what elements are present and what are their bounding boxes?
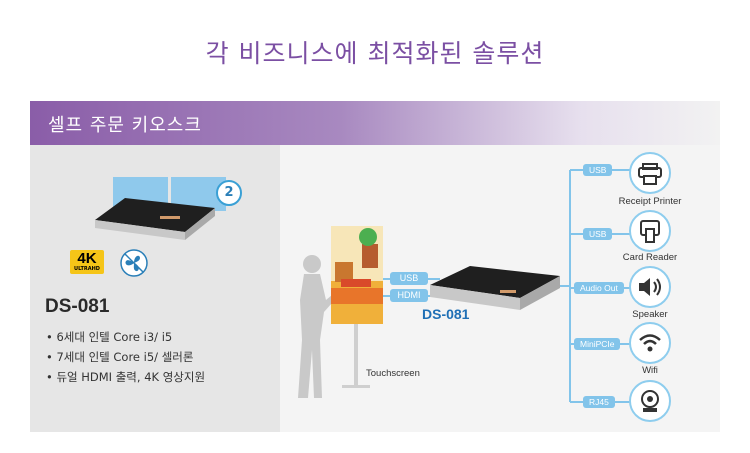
- banner-label: 셀프 주문 키오스크: [48, 115, 202, 136]
- camera-icon: [629, 380, 671, 422]
- port-label-audio: Audio Out: [574, 282, 624, 294]
- ultrahd-label: ULTRAHD: [74, 266, 100, 272]
- kiosk-base: [342, 385, 370, 388]
- port-label-usb: USB: [583, 164, 613, 176]
- page-title: 각 비즈니스에 최적화된 솔루션: [205, 39, 545, 68]
- mini-pc-front: [95, 220, 185, 240]
- mini-pc-top: [95, 198, 215, 232]
- kiosk-pole: [354, 324, 358, 386]
- spec-item: • 듀얼 HDMI 출력, 4K 영상지원: [46, 370, 206, 384]
- center-pc-front: [430, 285, 520, 310]
- port-label-rj45: RJ45: [583, 396, 615, 408]
- kiosk-drink-image: [362, 244, 378, 268]
- kiosk-price-badge: [359, 228, 377, 246]
- spec-list: • 6세대 인텔 Core i3/ i5 • 7세대 인텔 Core i5/ 셀…: [46, 327, 205, 387]
- port-usb-left: USB: [390, 272, 428, 285]
- product-name: DS-081: [45, 296, 110, 317]
- printer-icon: [629, 152, 671, 194]
- fanless-icon: [120, 249, 148, 277]
- kiosk-food-image: [335, 262, 353, 282]
- person-silhouette: [298, 255, 340, 398]
- device-label: Speaker: [632, 309, 668, 320]
- mini-pc-accent: [160, 216, 180, 219]
- port-hdmi-left: HDMI: [390, 289, 428, 302]
- 4k-label: 4K: [77, 250, 97, 267]
- center-pc-top: [430, 266, 560, 298]
- device-label: Wifi: [642, 365, 658, 376]
- port-label-minipcie: MiniPCIe: [574, 338, 621, 350]
- mini-pc-side: [185, 208, 215, 240]
- device-label: Receipt Printer: [618, 196, 682, 207]
- card-reader-icon: [629, 210, 671, 252]
- speaker-icon: [629, 266, 671, 308]
- section-banner: 셀프 주문 키오스크: [30, 101, 720, 145]
- wifi-icon: [629, 322, 671, 364]
- kiosk-recommend-area: [331, 288, 383, 304]
- port-label-usb: USB: [583, 228, 613, 240]
- kiosk-order-button: [341, 279, 371, 287]
- center-device-name: DS-081: [422, 306, 470, 322]
- device-label: Card Reader: [622, 252, 678, 263]
- touchscreen-label: Touchscreen: [366, 368, 420, 379]
- 4k-ultrahd-badge: 4K ULTRAHD: [70, 250, 104, 274]
- spec-item: • 7세대 인텔 Core i5/ 셀러론: [46, 350, 194, 364]
- model-number-badge: 2: [216, 180, 242, 206]
- spec-item: • 6세대 인텔 Core i3/ i5: [46, 330, 173, 344]
- center-pc-side: [520, 276, 560, 310]
